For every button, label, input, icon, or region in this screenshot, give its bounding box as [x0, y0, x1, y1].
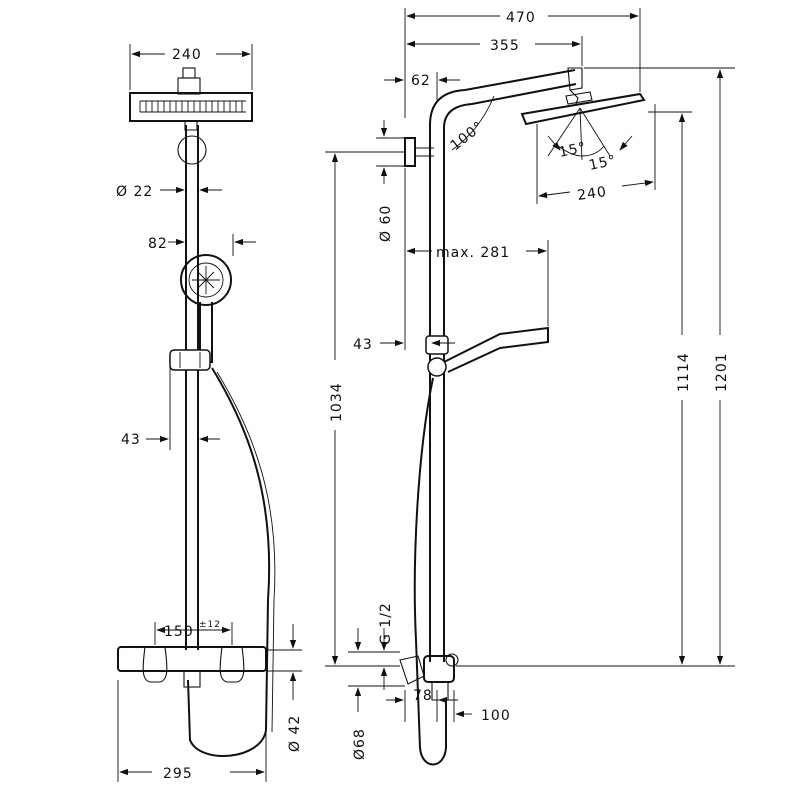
dim-side-spray-right: 15° — [588, 152, 619, 173]
dim-front-head-width: 240 — [172, 47, 202, 63]
dim-side-outlet-max: 100 — [481, 708, 511, 724]
thermostat-side — [399, 653, 459, 701]
dim-front-overall-width: 295 — [163, 766, 193, 782]
overhead-shower-side — [520, 91, 646, 126]
dim-front-arm-diameter: Ø 22 — [116, 184, 153, 200]
wall-bracket-front — [177, 135, 207, 165]
dim-front-mixer-tolerance: ±12 — [199, 620, 221, 630]
dim-side-head-height: 1114 — [676, 352, 692, 392]
dim-side-head-width: 240 — [576, 184, 608, 204]
dim-side-bracket-diameter: Ø 60 — [378, 205, 394, 242]
overhead-shower-front — [129, 67, 253, 131]
dim-front-mixer-spacing: 150 — [164, 624, 194, 640]
wall-bracket-side — [404, 137, 416, 167]
dim-side-bracket-height: 1034 — [329, 382, 345, 422]
dim-side-thread: G 1/2 — [378, 602, 394, 645]
riser-pipe-front — [185, 125, 199, 650]
front-dimensions: 240 Ø 22 82 43 150 ±12 Ø 42 295 — [116, 44, 303, 782]
dim-front-mixer-depth: Ø 42 — [287, 715, 303, 752]
dim-side-wall-offset: 62 — [411, 73, 431, 89]
dim-side-projection-arm: 355 — [490, 38, 520, 54]
dim-side-rail-offset: 43 — [353, 337, 373, 353]
dim-side-projection-total: 470 — [506, 10, 536, 26]
dim-side-escutcheon-diameter: Ø68 — [352, 728, 368, 760]
dim-front-rail-offset: 43 — [121, 432, 141, 448]
dim-front-hand-offset: 82 — [148, 236, 168, 252]
hose-side — [413, 377, 447, 766]
dim-side-hand-reach: max. 281 — [436, 245, 510, 261]
dim-side-tilt-angle: 100° — [448, 118, 488, 154]
hose-front — [187, 367, 271, 757]
front-view — [117, 67, 276, 757]
hand-shower-front — [169, 254, 232, 371]
thermostat-front — [117, 646, 267, 688]
side-view — [399, 67, 646, 766]
dim-side-spray-left: 15° — [558, 139, 589, 160]
side-dimensions: 470 355 62 100° 15° 15° 240 Ø 60 max — [325, 8, 735, 760]
dim-side-outlet-min: 78 — [413, 688, 433, 704]
dim-side-overall-height: 1201 — [714, 352, 730, 392]
